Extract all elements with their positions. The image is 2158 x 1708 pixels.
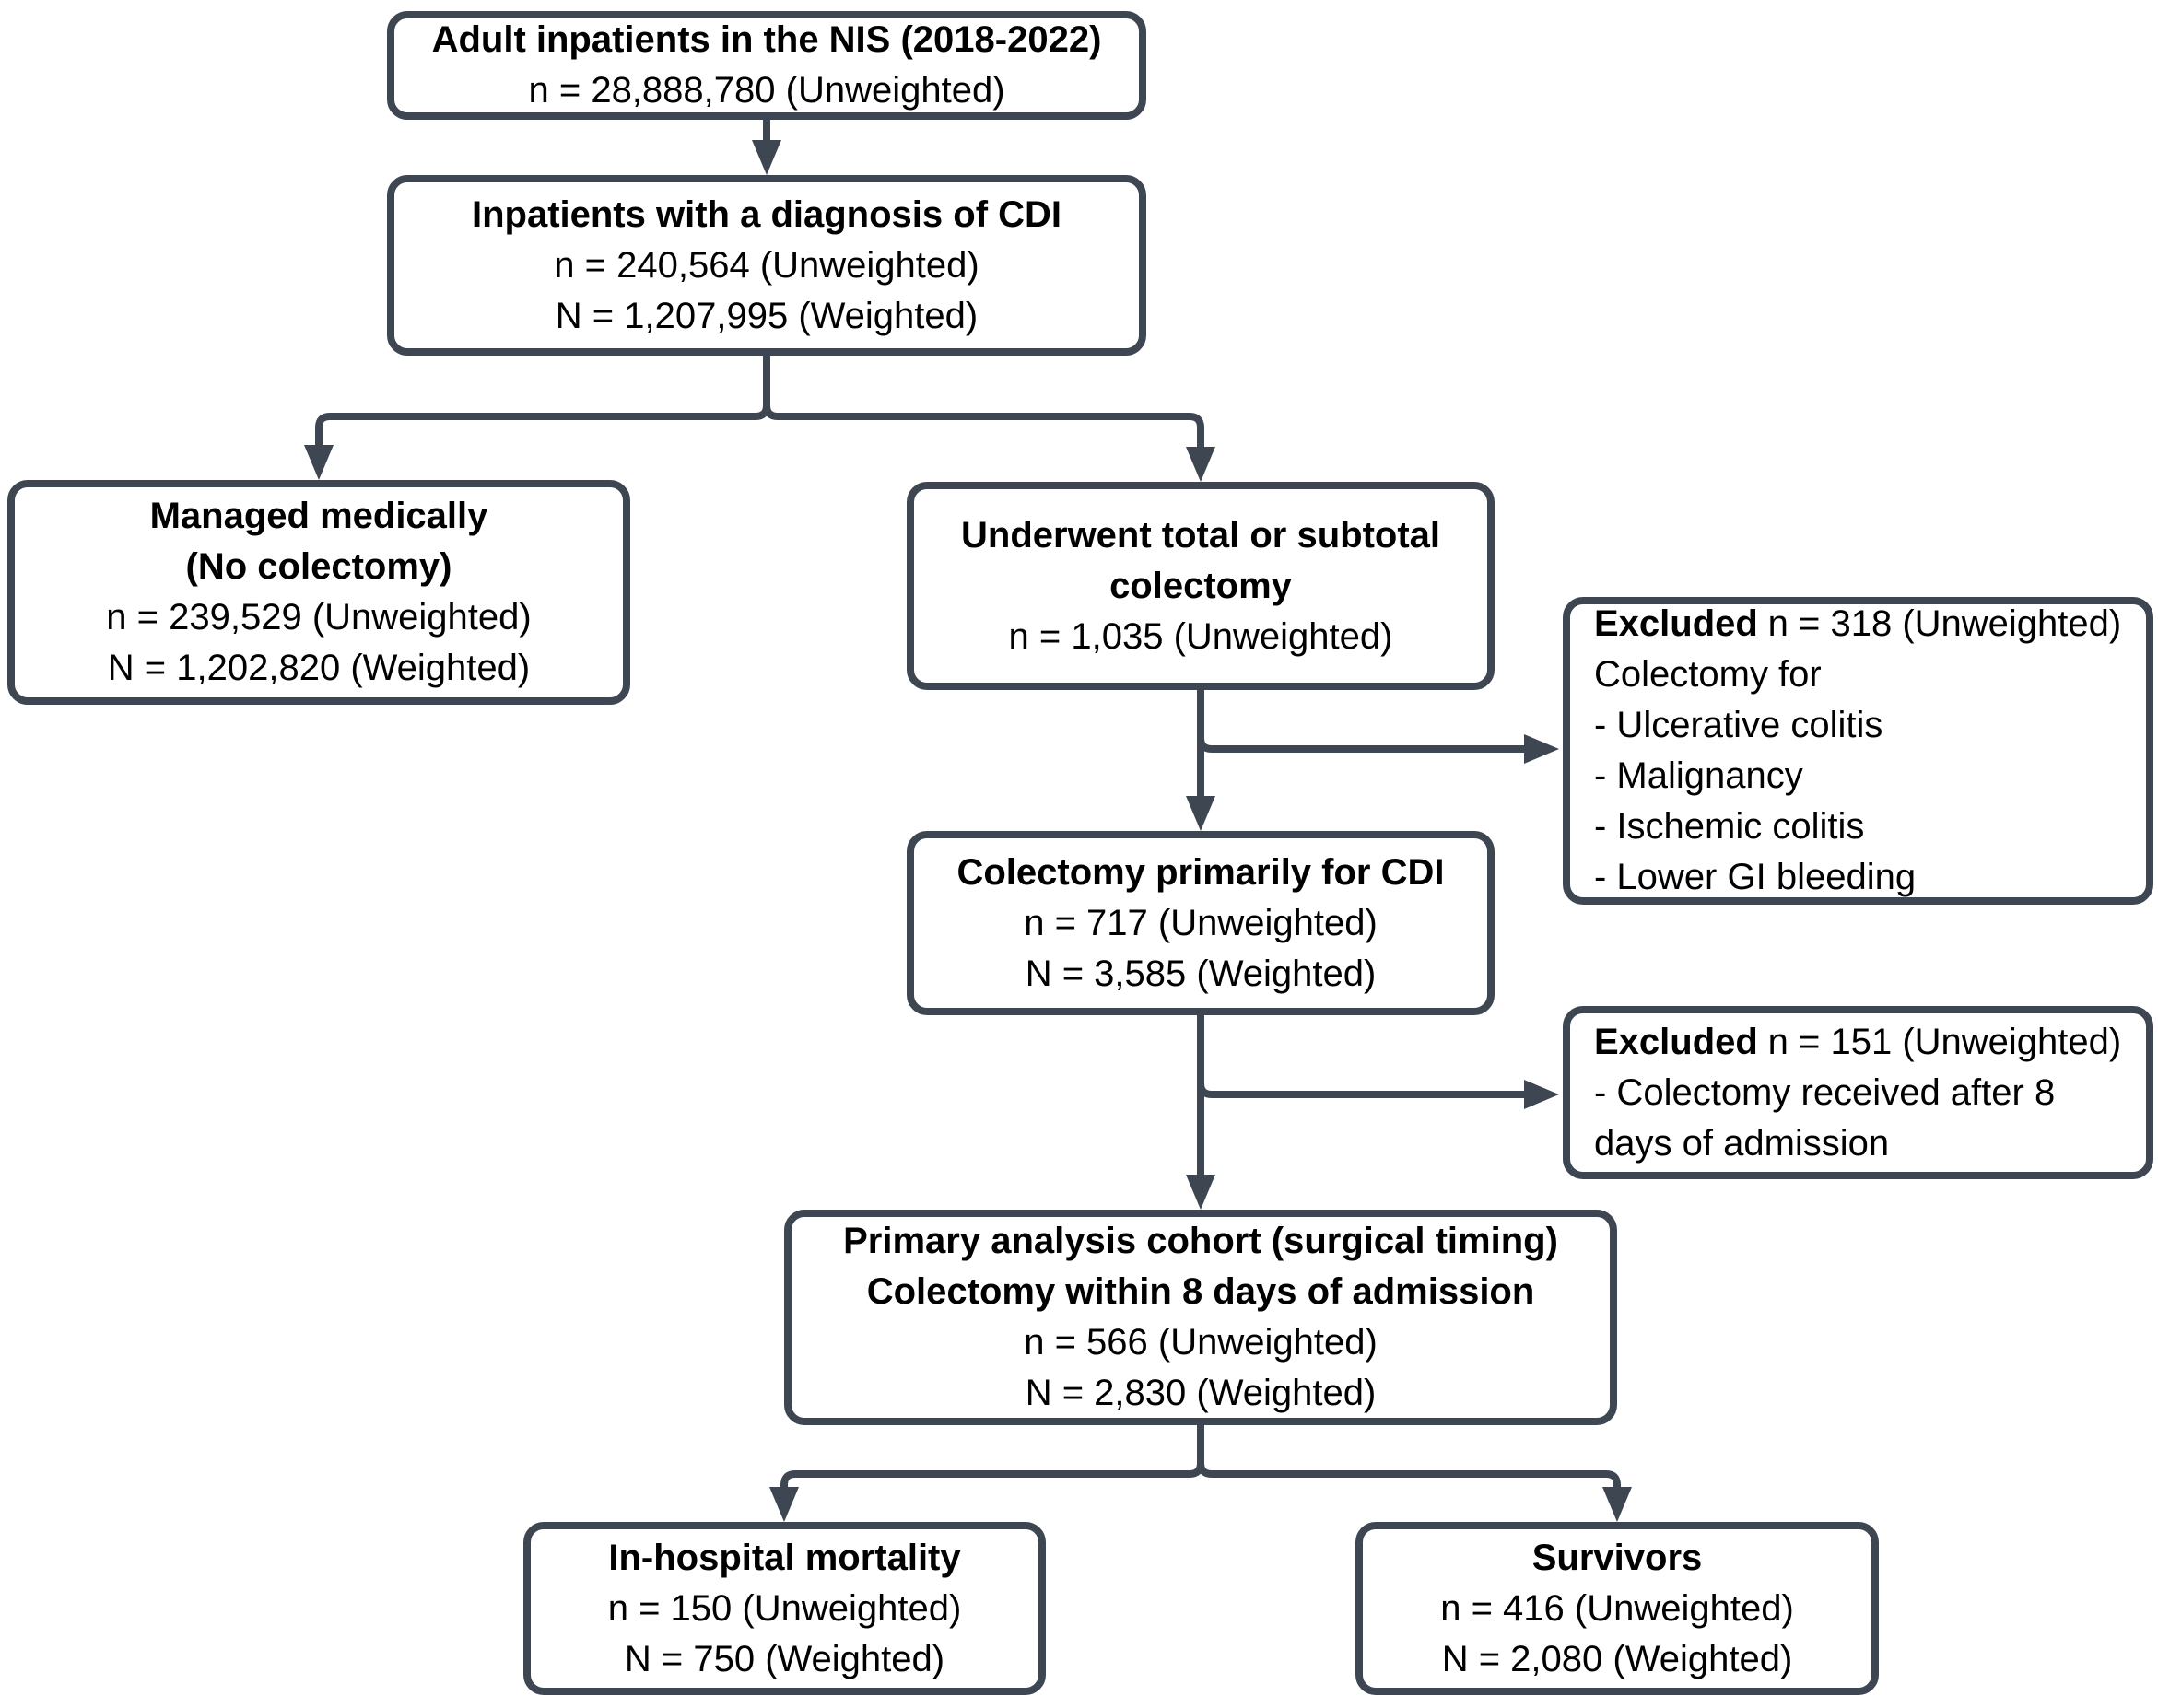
node-title: Colectomy within 8 days of admission (866, 1271, 1535, 1312)
node-stat-line: N = 1,202,820 (Weighted) (107, 648, 531, 688)
excluded-item: - Lower GI bleeding (1594, 857, 1917, 897)
node-stat-line: n = 240,564 (Unweighted) (554, 244, 979, 286)
connector-primary-mortality (780, 1425, 1204, 1487)
excluded-label: Excluded (1594, 1021, 1758, 1062)
excluded-item: - Ulcerative colitis (1594, 705, 1883, 745)
node-primary-analysis-cohort: Primary analysis cohort (surgical timing… (784, 1210, 1617, 1425)
arrowhead-right-icon (1524, 1080, 1559, 1109)
connector-cdi-managed (315, 356, 770, 445)
connector-colcdi-excluded2 (1197, 1015, 1524, 1098)
node-stat-line: n = 416 (Unweighted) (1440, 1587, 1794, 1629)
node-adult-inpatients-nis: Adult inpatients in the NIS (2018-2022) … (387, 11, 1146, 120)
node-stat-line: N = 1,207,995 (Weighted) (555, 295, 979, 336)
node-stat-line: n = 566 (Unweighted) (1024, 1322, 1378, 1363)
node-stat-line: N = 3,585 (Weighted) (1025, 953, 1377, 994)
node-stat-line: N = 2,080 (Weighted) (1441, 1638, 1793, 1679)
node-stat-line: n = 28,888,780 (Unweighted) (528, 70, 1005, 111)
node-title: Underwent total or subtotal colectomy (961, 514, 1440, 606)
node-stat-line: n = 1,035 (Unweighted) (1008, 615, 1393, 657)
excluded-item: - Ischemic colitis (1594, 806, 1865, 847)
node-stat-line: N = 750 (Weighted) (624, 1638, 945, 1679)
node-title: Inpatients with a diagnosis of CDI (471, 193, 1062, 235)
node-colectomy-primarily-cdi: Colectomy primarily for CDI n = 717 (Unw… (907, 831, 1495, 1015)
node-in-hospital-mortality: In-hospital mortality n = 150 (Unweighte… (523, 1522, 1046, 1695)
arrowhead-down-icon (1602, 1487, 1632, 1522)
connector-cdi-colectomy (763, 356, 1204, 447)
node-title: Primary analysis cohort (surgical timing… (843, 1221, 1558, 1261)
arrowhead-down-icon (1186, 447, 1215, 482)
node-title: Survivors (1531, 1537, 1703, 1578)
node-title: Managed medically (149, 496, 488, 536)
node-stat-line: n = 239,529 (Unweighted) (106, 597, 532, 638)
excluded-label: Excluded (1594, 603, 1758, 644)
node-total-subtotal-colectomy: Underwent total or subtotal colectomy n … (907, 482, 1495, 690)
arrowhead-down-icon (752, 140, 781, 175)
node-cdi-diagnosis: Inpatients with a diagnosis of CDI n = 2… (387, 175, 1146, 356)
connector-primary-survivors (1197, 1425, 1621, 1487)
excluded-item: - Malignancy (1594, 755, 1803, 796)
arrowhead-down-icon (1186, 1175, 1215, 1210)
arrowhead-right-icon (1524, 734, 1559, 764)
arrowhead-down-icon (304, 445, 334, 480)
excluded-count: n = 318 (Unweighted) (1767, 603, 2122, 644)
node-title: Adult inpatients in the NIS (2018-2022) (431, 19, 1102, 60)
excluded-count: n = 151 (Unweighted) (1767, 1021, 2122, 1062)
arrowhead-down-icon (1186, 796, 1215, 831)
node-title: Colectomy primarily for CDI (956, 851, 1445, 893)
arrowhead-down-icon (769, 1487, 799, 1522)
node-title: (No colectomy) (185, 546, 452, 587)
connector-colectomy-excluded1 (1197, 690, 1524, 753)
excluded-item: - Colectomy received after 8 days of adm… (1594, 1071, 2056, 1164)
node-stat-line: n = 150 (Unweighted) (607, 1587, 962, 1629)
node-stat-line: n = 717 (Unweighted) (1024, 902, 1378, 943)
excluded-item: Colectomy for (1594, 654, 1822, 695)
node-managed-medically: Managed medically (No colectomy) n = 239… (7, 480, 630, 705)
node-title: In-hospital mortality (608, 1537, 961, 1578)
node-survivors: Survivors n = 416 (Unweighted) N = 2,080… (1355, 1522, 1879, 1695)
node-stat-line: N = 2,830 (Weighted) (1025, 1373, 1377, 1413)
